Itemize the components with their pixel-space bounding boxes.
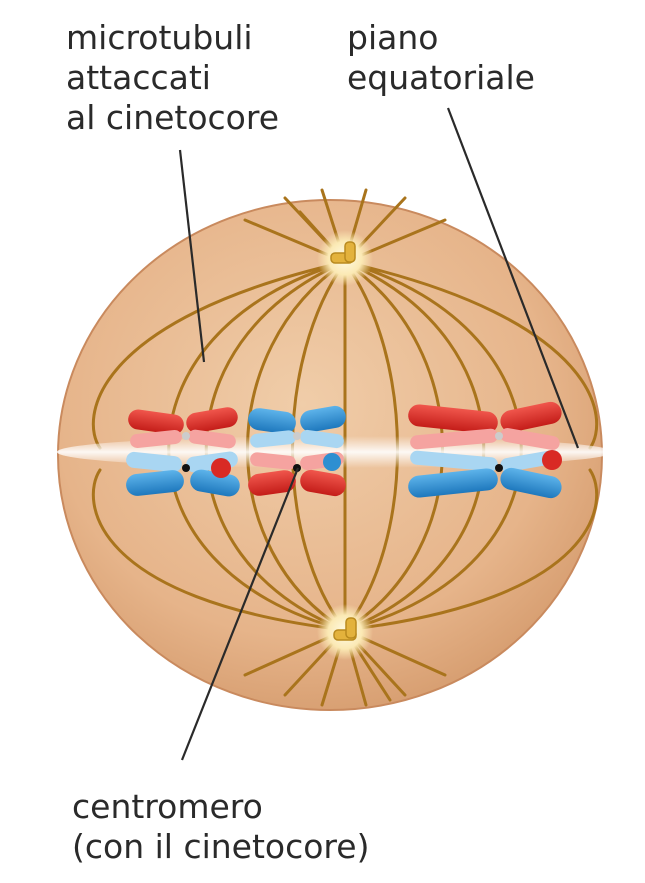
chromosome-pair-right bbox=[408, 401, 562, 499]
label-microtubules-line-1: microtubuli bbox=[66, 18, 253, 57]
leader-microtubules bbox=[178, 149, 206, 363]
spindle-fibers bbox=[91, 188, 599, 707]
centromere-dot bbox=[182, 432, 190, 440]
leader-equatorial bbox=[446, 107, 580, 449]
chromosome-pair-left bbox=[126, 407, 240, 497]
leader-centromere bbox=[180, 467, 300, 761]
centromere-dot bbox=[182, 464, 190, 472]
label-microtubules: microtubuli attaccati al cinetocore bbox=[66, 18, 279, 138]
centromere-dot bbox=[293, 432, 301, 440]
chromosome-pair-middle bbox=[248, 405, 346, 497]
centrosome-bottom bbox=[317, 604, 373, 660]
label-equatorial-line-1: piano bbox=[347, 18, 439, 57]
leader-lines bbox=[178, 107, 580, 761]
centromere-dot bbox=[495, 464, 503, 472]
label-centromere-line-2: (con il cinetocore) bbox=[72, 827, 370, 866]
label-centromere: centromero (con il cinetocore) bbox=[72, 787, 369, 867]
label-centromere-line-1: centromero bbox=[72, 787, 263, 826]
label-equatorial-plane: piano equatoriale bbox=[347, 18, 535, 98]
label-microtubules-line-2: attaccati bbox=[66, 58, 211, 97]
label-microtubules-line-3: al cinetocore bbox=[66, 98, 280, 137]
label-equatorial-line-2: equatoriale bbox=[347, 58, 535, 97]
centrosome-top bbox=[317, 230, 373, 286]
centromere-dot bbox=[495, 432, 503, 440]
